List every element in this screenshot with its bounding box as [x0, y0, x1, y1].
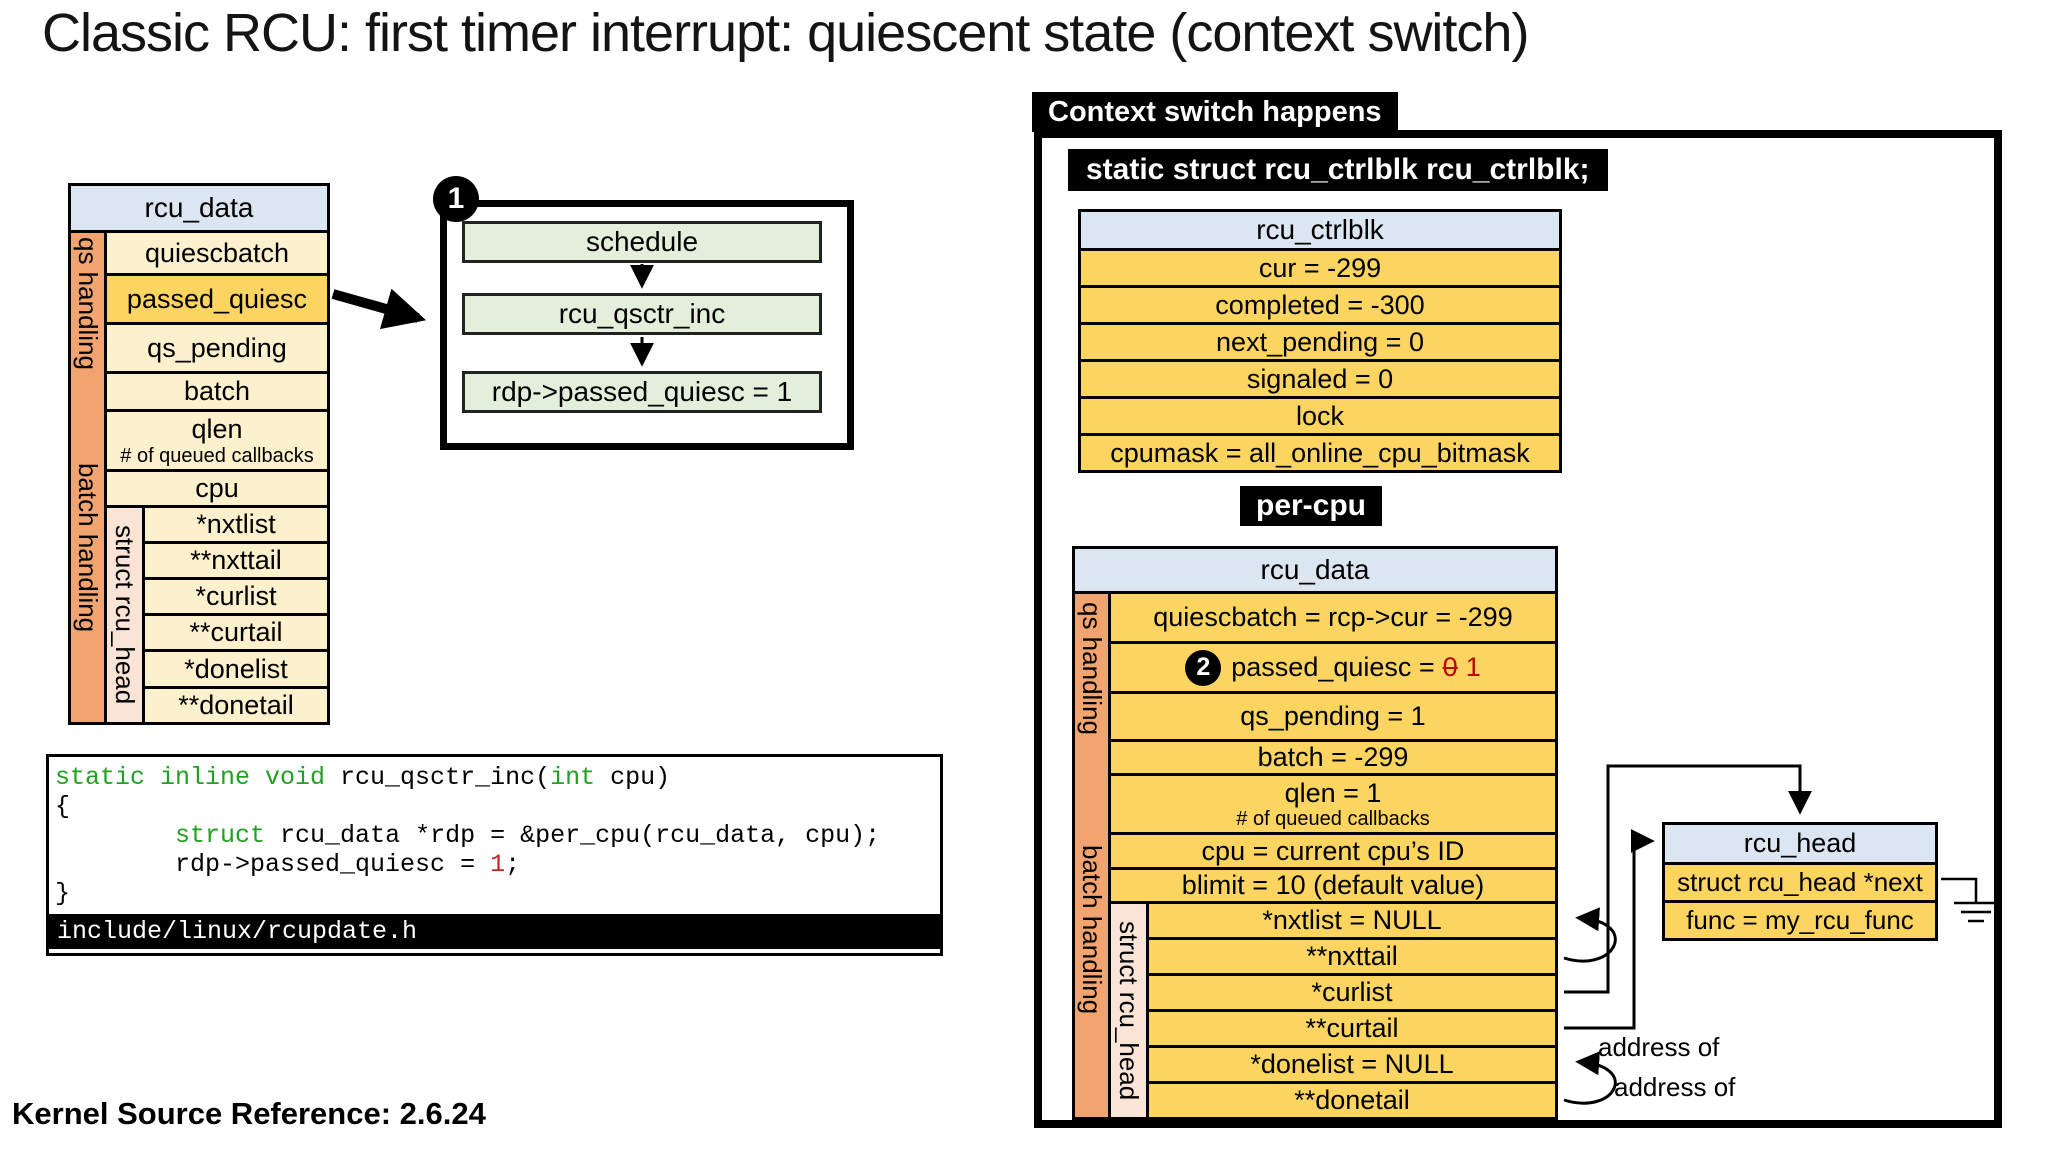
passed-quiesc-arrow [331, 288, 427, 330]
struct-rcu-head-strip: struct rcu_head [107, 508, 145, 722]
qs-handling-strip: qs handling [71, 233, 107, 374]
rcu-data-table-percpu: rcu_data qs handling quiescbatch = rcp->… [1072, 546, 1558, 1120]
row-nxtlist: *nxtlist [145, 508, 327, 544]
left-qs-handling-section: qs handling quiescbatch passed_quiesc qs… [71, 233, 327, 374]
row-passed-quiesc-value: 2 passed_quiesc = 0 1 [1111, 644, 1555, 694]
code-source-path: include/linux/rcupdate.h [49, 914, 940, 949]
kernel-source-reference: Kernel Source Reference: 2.6.24 [12, 1096, 486, 1131]
rcu-head-box: rcu_head struct rcu_head *next func = my… [1662, 822, 1938, 941]
flow-step-schedule: schedule [462, 221, 822, 263]
quiescent-flow-box: schedule rcu_qsctr_inc rdp->passed_quies… [440, 200, 854, 450]
qs-handling-strip-right: qs handling [1075, 594, 1111, 742]
row-blimit-value: blimit = 10 (default value) [1111, 870, 1555, 904]
row-curtail-value: **curtail [1149, 1012, 1555, 1048]
row-cur: cur = -299 [1081, 251, 1559, 288]
passed-quiesc-label: passed_quiesc = [1231, 652, 1435, 683]
flow-step-passed-quiesc: rdp->passed_quiesc = 1 [462, 371, 822, 413]
batch-handling-strip: batch handling [71, 374, 107, 722]
row-nxttail-value: **nxttail [1149, 940, 1555, 976]
row-donetail: **donetail [145, 689, 327, 722]
row-qlen: qlen # of queued callbacks [107, 412, 327, 472]
step-badge-2: 2 [1185, 649, 1222, 686]
row-quiescbatch-value: quiescbatch = rcp->cur = -299 [1111, 594, 1555, 644]
static-struct-label: static struct rcu_ctrlblk rcu_ctrlblk; [1068, 149, 1608, 191]
row-completed: completed = -300 [1081, 288, 1559, 325]
rcu-ctrlblk-table: rcu_ctrlblk cur = -299 completed = -300 … [1078, 209, 1562, 473]
qlen-note-right: # of queued callbacks [1236, 808, 1430, 831]
row-batch: batch [107, 374, 327, 412]
row-qs-pending-value: qs_pending = 1 [1111, 694, 1555, 742]
batch-handling-strip-right: batch handling [1075, 742, 1111, 1117]
row-donetail-value: **donetail [1149, 1084, 1555, 1117]
row-rcu-head-func: func = my_rcu_func [1665, 903, 1935, 938]
row-qlen-value: qlen = 1 # of queued callbacks [1111, 776, 1555, 835]
row-nxttail: **nxttail [145, 544, 327, 580]
row-passed-quiesc: passed_quiesc [107, 276, 327, 325]
code-lines: static inline void rcu_qsctr_inc(int cpu… [49, 757, 940, 912]
right-batch-handling-section: batch handling batch = -299 qlen = 1 # o… [1075, 742, 1555, 1117]
address-of-label-donetail: address of [1614, 1072, 1736, 1102]
right-rcu-head-section: struct rcu_head *nxtlist = NULL **nxttai… [1111, 904, 1555, 1117]
code-line-2: { [55, 792, 71, 821]
row-curlist: *curlist [145, 580, 327, 616]
row-nxtlist-value: *nxtlist = NULL [1149, 904, 1555, 940]
row-cpu: cpu [107, 472, 327, 508]
passed-quiesc-old-value: 0 [1442, 652, 1458, 683]
rcu-data-table-left: rcu_data qs handling quiescbatch passed_… [68, 183, 330, 725]
left-table-header: rcu_data [71, 186, 327, 233]
row-curtail: **curtail [145, 616, 327, 652]
qlen-note: # of queued callbacks [120, 444, 314, 467]
row-cpumask: cpumask = all_online_cpu_bitmask [1081, 436, 1559, 470]
struct-rcu-head-strip-right: struct rcu_head [1111, 904, 1149, 1117]
code-line-3: struct rcu_data *rdp = &per_cpu(rcu_data… [175, 821, 881, 850]
code-line-4: rdp->passed_quiesc = 1; [55, 850, 521, 879]
step-badge-1: 1 [433, 176, 479, 222]
row-donelist-value: *donelist = NULL [1149, 1048, 1555, 1084]
left-rcu-head-section: struct rcu_head *nxtlist **nxttail *curl… [107, 508, 327, 722]
rcu-head-header: rcu_head [1665, 825, 1935, 865]
context-switch-tab: Context switch happens [1032, 92, 1398, 132]
row-cpu-value: cpu = current cpu’s ID [1111, 835, 1555, 870]
code-line-1: static inline void rcu_qsctr_inc(int cpu… [55, 763, 671, 792]
right-qs-handling-section: qs handling quiescbatch = rcp->cur = -29… [1075, 594, 1555, 742]
row-lock: lock [1081, 399, 1559, 436]
passed-quiesc-new-value: 1 [1465, 652, 1481, 683]
row-rcu-head-next: struct rcu_head *next [1665, 865, 1935, 903]
row-batch-value: batch = -299 [1111, 742, 1555, 776]
flow-step-rcu-qsctr-inc: rcu_qsctr_inc [462, 293, 822, 335]
address-of-label-curtail: address of [1598, 1032, 1720, 1062]
row-donelist: *donelist [145, 652, 327, 689]
right-table-header: rcu_data [1075, 549, 1555, 594]
row-next-pending: next_pending = 0 [1081, 325, 1559, 362]
row-quiescbatch: quiescbatch [107, 233, 327, 276]
page-title: Classic RCU: first timer interrupt: quie… [42, 3, 1529, 63]
row-curlist-value: *curlist [1149, 976, 1555, 1012]
left-batch-handling-section: batch handling batch qlen # of queued ca… [71, 374, 327, 722]
per-cpu-tab: per-cpu [1240, 486, 1383, 526]
code-line-5: } [55, 879, 71, 908]
row-signaled: signaled = 0 [1081, 362, 1559, 399]
rcu-ctrlblk-header: rcu_ctrlblk [1081, 212, 1559, 251]
code-block: static inline void rcu_qsctr_inc(int cpu… [46, 754, 943, 956]
row-qs-pending: qs_pending [107, 325, 327, 374]
